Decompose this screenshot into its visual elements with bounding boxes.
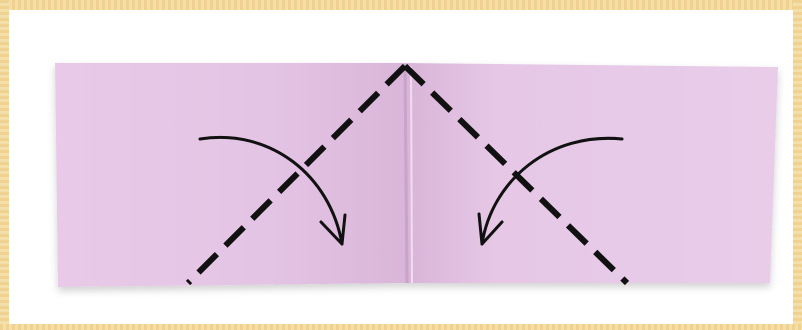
center-crease — [405, 66, 407, 283]
paper-left-half — [55, 63, 406, 287]
center-crease-highlight — [411, 66, 412, 283]
paper-sheet — [55, 63, 778, 287]
paper-right-half — [404, 63, 778, 283]
